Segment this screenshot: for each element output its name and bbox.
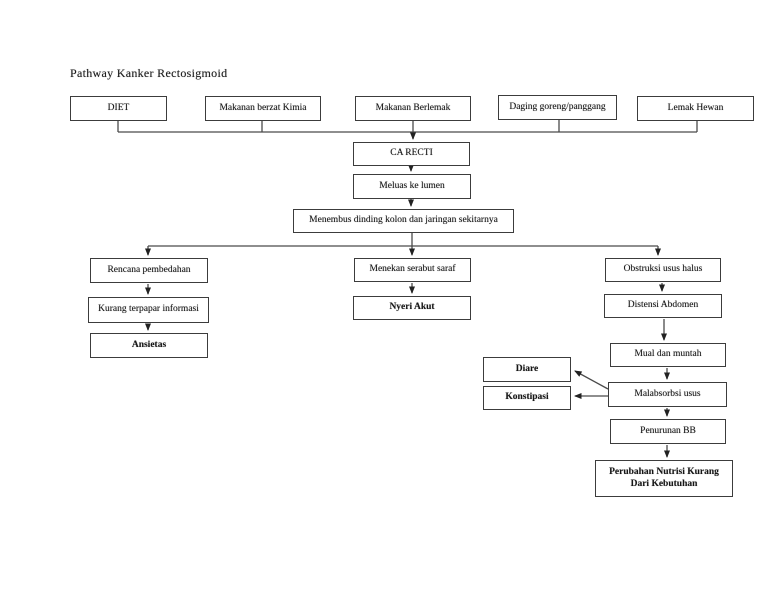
node-kurang-terpapar-informasi: Kurang terpapar informasi [88,297,209,323]
node-mual-dan-muntah: Mual dan muntah [610,343,726,367]
node-distensi-abdomen: Distensi Abdomen [604,294,722,318]
page-title: Pathway Kanker Rectosigmoid [70,66,228,80]
node-menembus-dinding-kolon: Menembus dinding kolon dan jaringan seki… [293,209,514,233]
node-obstruksi-usus-halus: Obstruksi usus halus [605,258,721,282]
node-perubahan-nutrisi: Perubahan Nutrisi Kurang Dari Kebutuhan [595,460,733,497]
node-diet: DIET [70,96,167,121]
node-malabsorbsi-usus: Malabsorbsi usus [608,382,727,407]
node-ca-recti: CA RECTI [353,142,470,166]
node-lemak-hewan: Lemak Hewan [637,96,754,121]
node-ansietas: Ansietas [90,333,208,358]
node-diare: Diare [483,357,571,382]
node-makanan-berzat-kimia: Makanan berzat Kimia [205,96,321,121]
node-meluas-ke-lumen: Meluas ke lumen [353,174,471,199]
node-daging-goreng-panggang: Daging goreng/panggang [498,95,617,120]
node-nyeri-akut: Nyeri Akut [353,296,471,320]
node-rencana-pembedahan: Rencana pembedahan [90,258,208,283]
node-konstipasi: Konstipasi [483,386,571,410]
node-penurunan-bb: Penurunan BB [610,419,726,444]
node-menekan-serabut-saraf: Menekan serabut saraf [354,258,471,282]
node-makanan-berlemak: Makanan Berlemak [355,96,471,121]
